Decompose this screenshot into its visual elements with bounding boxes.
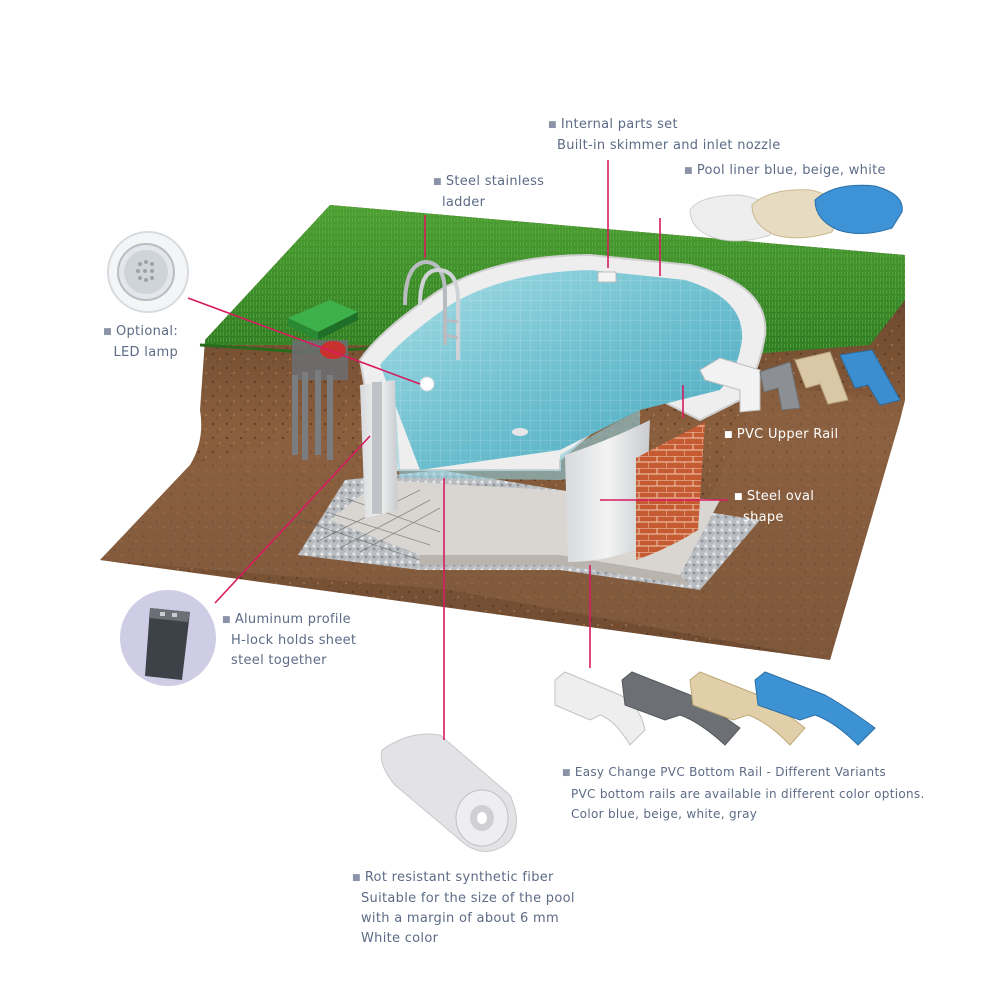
pool-liner-icon bbox=[689, 184, 903, 242]
led-lamp-icon bbox=[107, 231, 189, 313]
label-synthetic-fiber: ■Rot resistant synthetic fiber Suitable … bbox=[352, 870, 575, 946]
bullet-icon: ■ bbox=[724, 430, 733, 440]
label-internal-parts: ■Internal parts set Built-in skimmer and… bbox=[548, 117, 781, 153]
leader-led-lamp bbox=[187, 297, 421, 385]
bullet-icon: ■ bbox=[684, 166, 693, 176]
label-led-lamp: ■Optional: LED lamp bbox=[103, 324, 178, 360]
label-steel-oval: ■Steel oval shape bbox=[734, 489, 815, 525]
bullet-icon: ■ bbox=[548, 120, 557, 130]
bullet-icon: ■ bbox=[433, 177, 442, 187]
bullet-icon: ■ bbox=[222, 615, 231, 625]
pool bbox=[358, 253, 767, 562]
bottom-rail-icon bbox=[554, 671, 876, 746]
aluminum-profile-icon bbox=[120, 590, 216, 686]
bullet-icon: ■ bbox=[352, 873, 361, 883]
leader-aluminum bbox=[214, 435, 371, 604]
label-upper-rail: ■PVC Upper Rail bbox=[724, 427, 839, 442]
label-ladder: ■Steel stainless ladder bbox=[433, 174, 545, 210]
bullet-icon: ■ bbox=[734, 492, 743, 502]
upper-rail-icon bbox=[699, 349, 901, 413]
label-pool-liner: ■Pool liner blue, beige, white bbox=[684, 163, 886, 178]
leader-lines bbox=[187, 160, 728, 740]
bullet-icon: ■ bbox=[562, 768, 571, 778]
fiber-roll-icon bbox=[380, 733, 517, 852]
label-bottom-rail: ■Easy Change PVC Bottom Rail - Different… bbox=[562, 765, 925, 821]
label-aluminum-profile: ■Aluminum profile H-lock holds sheet ste… bbox=[222, 612, 357, 668]
bullet-icon: ■ bbox=[103, 327, 112, 337]
